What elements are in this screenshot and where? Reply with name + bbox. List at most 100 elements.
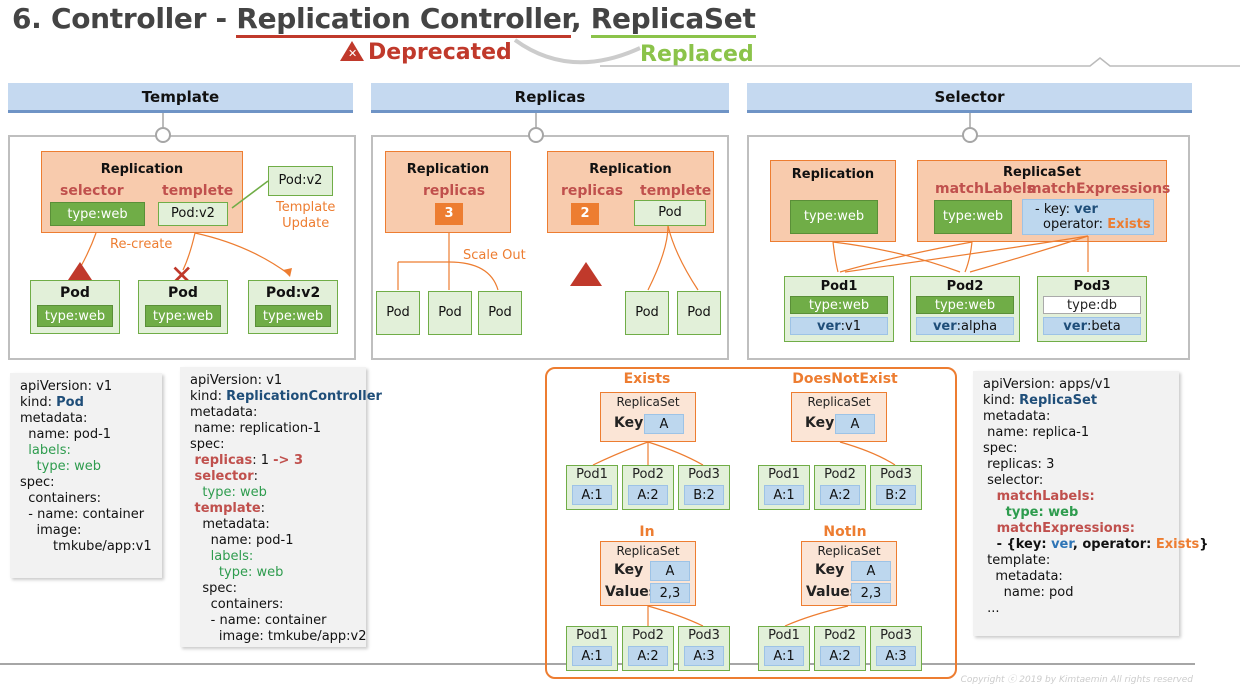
yaml-replicas-key: replicas bbox=[190, 453, 253, 468]
op-pod-label: B:2 bbox=[684, 485, 724, 505]
pod-ver: ver:beta bbox=[1043, 317, 1141, 335]
matchlabels-value: type:web bbox=[934, 200, 1012, 234]
op-pod-name: Pod3 bbox=[880, 467, 912, 482]
op-replicaset-title: ReplicaSet bbox=[616, 395, 680, 409]
op-notin-title: NotIn bbox=[823, 524, 867, 540]
page-title: 6. Controller - Replication Controller, … bbox=[12, 2, 756, 38]
title-prefix: 6. Controller - bbox=[12, 2, 237, 35]
yaml-rs-note: apiVersion: apps/v1 kind: ReplicaSet met… bbox=[973, 371, 1209, 636]
pod-name: Pod:v2 bbox=[265, 285, 321, 301]
replicas-value: 3 bbox=[435, 203, 463, 225]
yaml-pod-note: apiVersion: v1 kind: Pod metadata: name:… bbox=[10, 373, 162, 578]
yaml-line: spec: bbox=[190, 437, 225, 452]
yaml-matchlabels: matchLabels: bbox=[983, 489, 1095, 504]
op-pod-label: A:3 bbox=[684, 646, 724, 666]
op-pod-name: Pod2 bbox=[824, 628, 856, 643]
op-values-value: 2,3 bbox=[650, 583, 690, 603]
matchlabels-label: matchLabels bbox=[935, 181, 1036, 197]
op-replicaset-title: ReplicaSet bbox=[807, 395, 871, 409]
pod-type: type:web bbox=[790, 296, 888, 314]
yaml-line: kind: bbox=[20, 395, 57, 410]
pod-box: Pod bbox=[677, 291, 721, 335]
yaml-line: ... bbox=[983, 601, 1000, 616]
yaml-line: image: bbox=[20, 523, 82, 538]
pod-box: Pod bbox=[428, 291, 472, 335]
template-update-label: Template Update bbox=[276, 200, 336, 231]
replication-title: Replication bbox=[791, 167, 875, 182]
op-values-label: Values bbox=[605, 584, 658, 600]
yaml-line: selector: bbox=[983, 473, 1044, 488]
yaml-colon: : bbox=[253, 469, 259, 484]
selector-value: type:web bbox=[50, 202, 145, 226]
me-key: ver bbox=[1074, 202, 1098, 217]
yaml-line: metadata: bbox=[20, 411, 88, 426]
yaml-line: containers: bbox=[190, 597, 284, 612]
replicas-value: 2 bbox=[571, 203, 599, 225]
pod-type: type:web bbox=[916, 296, 1014, 314]
yaml-line: spec: bbox=[20, 475, 55, 490]
yaml-line: name: pod-1 bbox=[190, 533, 294, 548]
replication-title: Replication bbox=[100, 162, 184, 177]
op-pod-label: A:1 bbox=[572, 646, 612, 666]
yaml-line: image: tmkube/app:v2 bbox=[190, 629, 367, 644]
scale-out-label: Scale Out bbox=[463, 248, 526, 263]
pod-ver: ver:alpha bbox=[916, 317, 1014, 335]
yaml-line: - name: container bbox=[20, 507, 145, 522]
yaml-line: name: pod-1 bbox=[20, 427, 112, 442]
replication-title: Replication bbox=[406, 162, 490, 177]
yaml-line: spec: bbox=[190, 581, 237, 596]
op-replicaset-title: ReplicaSet bbox=[616, 544, 680, 558]
replicaset-title: ReplicaSet bbox=[1003, 165, 1081, 180]
pod-box: Pod bbox=[376, 291, 420, 335]
pod-box: Pod bbox=[625, 291, 669, 335]
pod-box: Pod bbox=[478, 291, 522, 335]
op-pod-name: Pod2 bbox=[824, 467, 856, 482]
op-values-label: Values bbox=[806, 584, 859, 600]
op-pod-label: B:2 bbox=[876, 485, 916, 505]
header-replicas: Replicas bbox=[371, 83, 729, 113]
yaml-line: metadata: bbox=[983, 409, 1051, 424]
me-op: Exists bbox=[1107, 217, 1151, 232]
pod-name: Pod3 bbox=[1073, 279, 1111, 294]
yaml-line: name: replication-1 bbox=[190, 421, 322, 436]
yaml-line: template: bbox=[983, 553, 1051, 568]
op-key-value: A bbox=[650, 561, 690, 581]
header-template: Template bbox=[8, 83, 353, 113]
ver-val: :v1 bbox=[840, 319, 862, 334]
copyright: Copyright ⓒ 2019 by Kimtaemin All rights… bbox=[960, 675, 1193, 685]
op-pod-name: Pod1 bbox=[768, 467, 800, 482]
yaml-me-part: } bbox=[1199, 537, 1209, 552]
op-pod-label: A:2 bbox=[820, 646, 860, 666]
template-pod: Pod bbox=[634, 200, 706, 226]
deprecated-label: Deprecated bbox=[368, 40, 512, 65]
yaml-line: type: web bbox=[190, 485, 267, 500]
yaml-me-part: - {key: bbox=[983, 537, 1052, 552]
matchexpressions-value: - key: ver operator: Exists bbox=[1022, 199, 1154, 235]
op-key-label: Key bbox=[815, 562, 845, 578]
selector-label: selector bbox=[60, 183, 124, 199]
op-key-value: A bbox=[644, 414, 684, 434]
op-key-label: Key bbox=[805, 415, 835, 431]
op-key-value: A bbox=[851, 561, 891, 581]
yaml-line: metadata: bbox=[190, 405, 258, 420]
recreate-label: Re-create bbox=[110, 237, 173, 252]
me-key-prefix: - key: bbox=[1035, 202, 1075, 217]
replicas-label: replicas bbox=[561, 183, 624, 199]
yaml-line: apiVersion: apps/v1 bbox=[983, 377, 1111, 392]
op-pod-label: A:3 bbox=[876, 646, 916, 666]
pod-label: type:web bbox=[145, 305, 221, 327]
warning-icon: ✕ bbox=[340, 41, 364, 61]
template-knob bbox=[155, 127, 171, 143]
yaml-replicas-value: : 1 bbox=[252, 453, 274, 468]
yaml-line: spec: bbox=[983, 441, 1018, 456]
yaml-me-op: Exists bbox=[1155, 537, 1200, 552]
pod-label: type:web bbox=[255, 305, 331, 327]
op-pod-name: Pod2 bbox=[632, 467, 664, 482]
op-pod-name: Pod1 bbox=[576, 467, 608, 482]
warning-icon bbox=[570, 262, 602, 286]
